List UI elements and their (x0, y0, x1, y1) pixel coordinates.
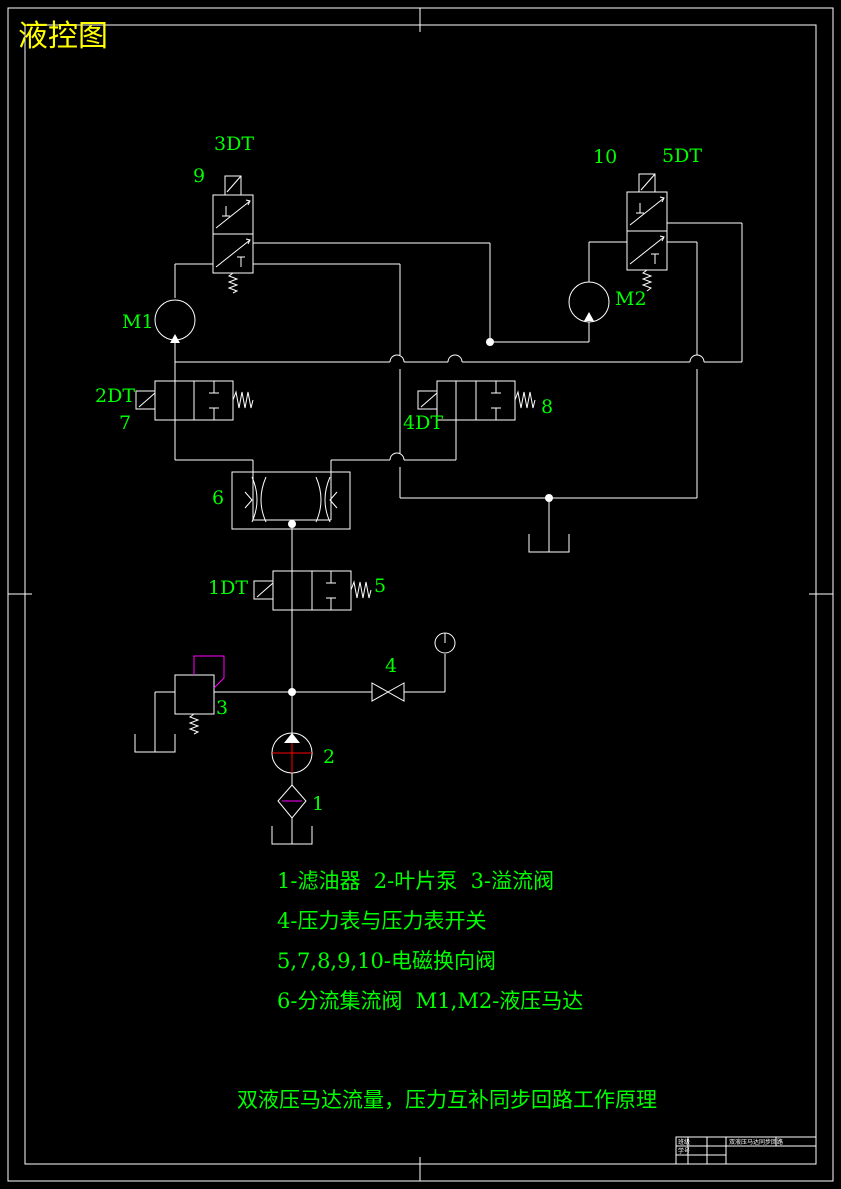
legend: 1-滤油器 2-叶片泵 3-溢流阀 4-压力表与压力表开关 5,7,8,9,10… (277, 869, 583, 1013)
label-4: 4 (385, 655, 397, 677)
title-block-name: 双液压马达同步回路 (729, 1138, 783, 1146)
label-8: 8 (541, 396, 553, 418)
diagram-caption: 双液压马达流量，压力互补同步回路工作原理 (237, 1088, 657, 1112)
legend-line: 4-压力表与压力表开关 (277, 909, 486, 933)
label-10: 10 (593, 146, 617, 168)
drawing-title: 液控图 (18, 19, 108, 54)
label-4dt: 4DT (403, 412, 443, 434)
label-3: 3 (216, 697, 228, 719)
legend-line: 6-分流集流阀 M1,M2-液压马达 (277, 989, 583, 1013)
label-3dt: 3DT (214, 133, 254, 155)
colored-elements (170, 312, 594, 819)
label-m2: M2 (615, 288, 647, 310)
junction-dots (288, 338, 553, 696)
label-7: 7 (119, 412, 131, 434)
label-1: 1 (312, 793, 324, 815)
component-labels: 3DT 9 5DT 10 M1 M2 2DT 7 4DT 8 6 1DT 5 4… (95, 133, 702, 815)
title-block-row2: 学号 (678, 1147, 690, 1155)
label-1dt: 1DT (208, 577, 248, 599)
label-5dt: 5DT (662, 145, 702, 167)
title-block-row1: 班级 (678, 1138, 690, 1146)
circuit-lines (134, 173, 743, 845)
label-5: 5 (374, 575, 386, 597)
drawing-frame (7, 7, 834, 1182)
title-block: 班级 学号 双液压马达同步回路 (675, 1136, 817, 1165)
label-2: 2 (323, 746, 335, 768)
legend-line: 1-滤油器 2-叶片泵 3-溢流阀 (277, 869, 554, 893)
label-2dt: 2DT (95, 385, 135, 407)
legend-line: 5,7,8,9,10-电磁换向阀 (277, 949, 496, 973)
label-9: 9 (193, 165, 205, 187)
label-6: 6 (212, 487, 224, 509)
label-m1: M1 (122, 311, 154, 333)
